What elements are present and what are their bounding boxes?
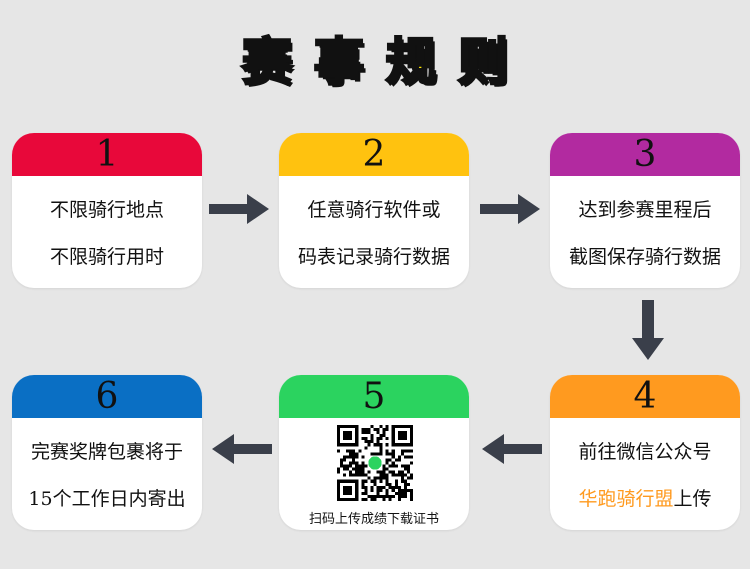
arrow-right-icon bbox=[480, 194, 540, 224]
step-6-line-2: 15个工作日内寄出 bbox=[28, 488, 186, 510]
step-2-line-2: 码表记录骑行数据 bbox=[297, 246, 450, 268]
step-card-4: 4 前往微信公众号 华跑骑行盟上传 bbox=[550, 375, 740, 530]
step-4-line-1: 前往微信公众号 bbox=[578, 441, 712, 463]
step-6-line-1: 完赛奖牌包裹将于 bbox=[30, 441, 183, 463]
step-4-upload-text: 上传 bbox=[673, 488, 712, 510]
arrow-left-icon bbox=[212, 434, 272, 464]
step-number-1: 1 bbox=[12, 133, 202, 176]
step-1-line-1: 不限骑行地点 bbox=[49, 199, 164, 221]
step-card-3: 3 达到参赛里程后 截图保存骑行数据 bbox=[550, 133, 740, 288]
step-2-line-1: 任意骑行软件或 bbox=[307, 199, 441, 221]
qr-code-icon[interactable] bbox=[337, 425, 413, 501]
arrow-left-icon bbox=[482, 434, 542, 464]
step-card-2: 2 任意骑行软件或 码表记录骑行数据 bbox=[279, 133, 469, 288]
step-4-line-2: 华跑骑行盟上传 bbox=[550, 484, 740, 511]
step-3-line-2: 截图保存骑行数据 bbox=[568, 246, 721, 268]
public-account-name: 华跑骑行盟 bbox=[578, 488, 674, 510]
page-title: 赛事规则 bbox=[241, 32, 530, 93]
step-card-1: 1 不限骑行地点 不限骑行用时 bbox=[12, 133, 202, 288]
step-card-5: 5 扫码上传成绩下载证书 bbox=[279, 375, 469, 530]
step-1-line-2: 不限骑行用时 bbox=[49, 246, 164, 268]
step-number-4: 4 bbox=[550, 375, 740, 418]
step-number-5: 5 bbox=[279, 375, 469, 418]
step-number-2: 2 bbox=[279, 133, 469, 176]
step-3-line-1: 达到参赛里程后 bbox=[578, 199, 712, 221]
arrow-right-icon bbox=[209, 194, 269, 224]
step-card-6: 6 完赛奖牌包裹将于 15个工作日内寄出 bbox=[12, 375, 202, 530]
arrow-down-icon bbox=[632, 300, 664, 360]
step-number-3: 3 bbox=[550, 133, 740, 176]
qr-caption: 扫码上传成绩下载证书 bbox=[308, 512, 439, 527]
step-number-6: 6 bbox=[12, 375, 202, 418]
